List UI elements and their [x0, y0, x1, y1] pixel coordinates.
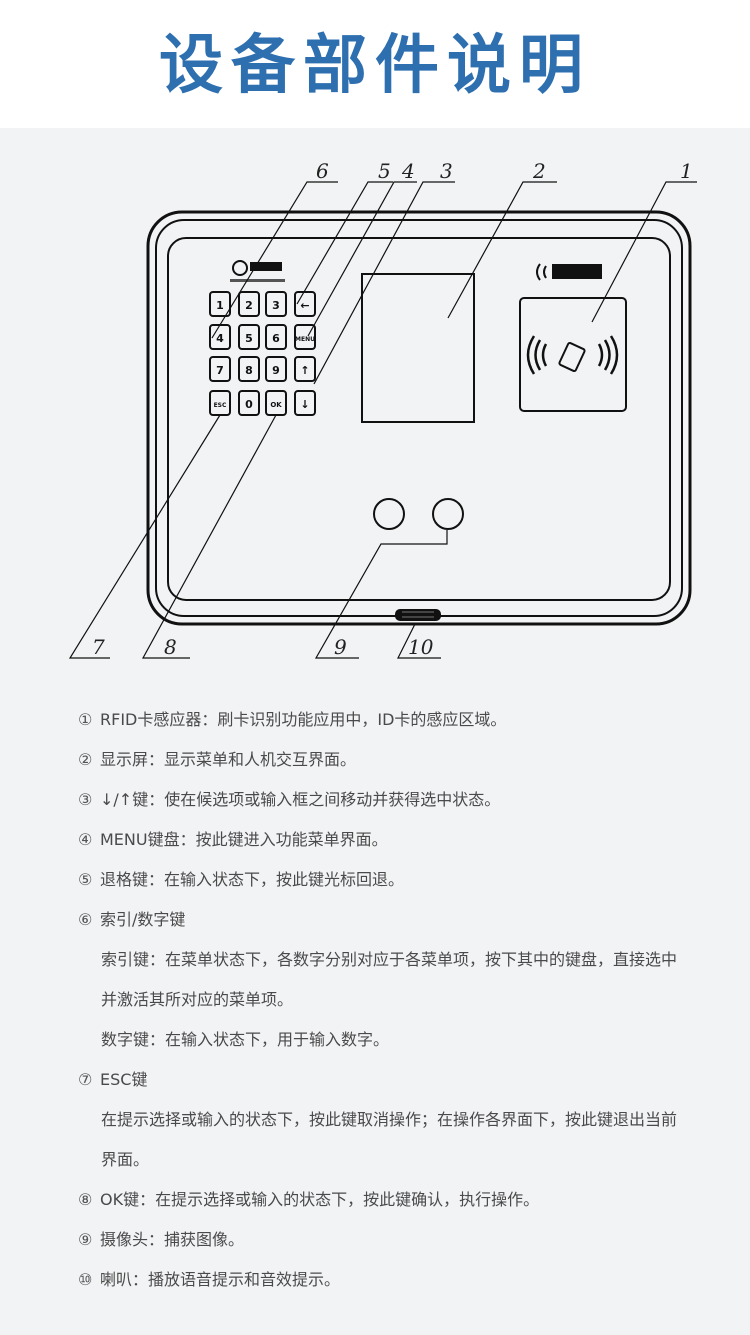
key-9[interactable]: 9 [265, 356, 287, 382]
desc-text: 索引/数字键 [100, 910, 186, 929]
header: 设备部件说明 [0, 0, 750, 128]
leader-lines [68, 181, 697, 659]
page-title: 设备部件说明 [159, 29, 591, 103]
key-3-label: 3 [272, 299, 280, 312]
device-outer-frame [146, 210, 692, 626]
key-7[interactable]: 7 [209, 356, 231, 382]
callout-5: 5 [378, 159, 391, 183]
key-5-label: 5 [245, 332, 253, 345]
desc-index-number-keys: ⑥ 索引/数字键 [78, 900, 743, 940]
key-2[interactable]: 2 [238, 291, 260, 317]
desc-number: ① [78, 710, 93, 729]
desc-display: ② 显示屏：显示菜单和人机交互界面。 [78, 740, 743, 780]
desc-number: ② [78, 750, 93, 769]
menu-key[interactable]: MENU [294, 324, 316, 350]
key-1[interactable]: 1 [209, 291, 231, 317]
keypad: 1 2 3 ← 4 5 6 MENU 7 8 9 ↑ ESC 0 OK ↓ [209, 291, 316, 416]
key-5[interactable]: 5 [238, 324, 260, 350]
esc-key-label: ESC [214, 402, 227, 409]
key-1-label: 1 [216, 299, 224, 312]
desc-text: 并激活其所对应的菜单项。 [101, 990, 294, 1009]
desc-backspace-key: ⑤ 退格键：在输入状态下，按此键光标回退。 [78, 860, 743, 900]
device-diagram: 1 2 3 ← 4 5 6 MENU 7 8 9 ↑ ESC 0 OK ↓ [68, 159, 697, 659]
key-7-label: 7 [216, 364, 224, 377]
brand-logo [230, 260, 285, 282]
desc-text: ESC键 [100, 1070, 148, 1089]
display-screen [361, 273, 475, 423]
desc-ok-key: ⑧ OK键：在提示选择或输入的状态下，按此键确认，执行操作。 [78, 1180, 743, 1220]
device-panel [167, 237, 671, 601]
key-4-label: 4 [216, 332, 224, 345]
desc-rfid-reader: ① RFID卡感应器：刷卡识别功能应用中，ID卡的感应区域。 [78, 700, 743, 740]
desc-text: 在提示选择或输入的状态下，按此键取消操作；在操作各界面下，按此键退出当前 [101, 1110, 678, 1129]
desc-text: 界面。 [101, 1150, 150, 1169]
callout-10: 10 [408, 635, 434, 659]
key-6-label: 6 [272, 332, 280, 345]
key-6[interactable]: 6 [265, 324, 287, 350]
desc-number-key-detail: 数字键：在输入状态下，用于输入数字。 [78, 1020, 743, 1060]
callout-9: 9 [334, 635, 347, 659]
desc-menu-key: ④ MENU键盘：按此键进入功能菜单界面。 [78, 820, 743, 860]
desc-esc-key-detail-cont: 界面。 [78, 1140, 743, 1180]
rfid-reader [519, 297, 627, 412]
desc-text: RFID卡感应器：刷卡识别功能应用中，ID卡的感应区域。 [100, 710, 507, 729]
ok-key[interactable]: OK [265, 390, 287, 416]
ok-key-label: OK [270, 401, 282, 409]
desc-text: MENU键盘：按此键进入功能菜单界面。 [100, 830, 388, 849]
callout-4: 4 [401, 159, 415, 183]
up-key-label: ↑ [300, 364, 309, 377]
rfid-emblem [536, 263, 602, 281]
desc-arrow-keys: ③ ↓/↑键：使在候选项或输入框之间移动并获得选中状态。 [78, 780, 743, 820]
key-0[interactable]: 0 [238, 390, 260, 416]
key-8[interactable]: 8 [238, 356, 260, 382]
desc-text: ↓/↑键：使在候选项或输入框之间移动并获得选中状态。 [100, 790, 501, 809]
backspace-key[interactable]: ← [294, 291, 316, 317]
key-2-label: 2 [245, 299, 253, 312]
key-8-label: 8 [245, 364, 253, 377]
desc-text: 退格键：在输入状态下，按此键光标回退。 [100, 870, 405, 889]
desc-esc-key: ⑦ ESC键 [78, 1060, 743, 1100]
callout-6: 6 [316, 159, 329, 183]
desc-text: 摄像头：捕获图像。 [100, 1230, 245, 1249]
desc-text: 显示屏：显示菜单和人机交互界面。 [100, 750, 357, 769]
desc-number: ⑤ [78, 870, 93, 889]
desc-number: ③ [78, 790, 93, 809]
backspace-key-label: ← [300, 299, 309, 312]
callout-8: 8 [164, 635, 177, 659]
key-0-label: 0 [245, 398, 253, 411]
camera-left [373, 498, 405, 530]
menu-key-label: MENU [295, 336, 315, 343]
desc-text: 喇叭：播放语音提示和音效提示。 [100, 1270, 341, 1289]
desc-number: ⑥ [78, 910, 93, 929]
callout-2: 2 [532, 159, 546, 183]
desc-text: OK键：在提示选择或输入的状态下，按此键确认，执行操作。 [100, 1190, 540, 1209]
desc-esc-key-detail: 在提示选择或输入的状态下，按此键取消操作；在操作各界面下，按此键退出当前 [78, 1100, 743, 1140]
component-descriptions: ① RFID卡感应器：刷卡识别功能应用中，ID卡的感应区域。 ② 显示屏：显示菜单和… [78, 700, 743, 1300]
desc-speaker: ⑩ 喇叭：播放语音提示和音效提示。 [78, 1260, 743, 1300]
callout-1: 1 [680, 159, 693, 183]
desc-number: ⑧ [78, 1190, 93, 1209]
up-key[interactable]: ↑ [294, 356, 316, 382]
desc-number: ⑨ [78, 1230, 93, 1249]
camera-right [432, 498, 464, 530]
desc-number: ⑩ [78, 1270, 93, 1289]
rfid-wave-icon [526, 335, 619, 375]
desc-number: ④ [78, 830, 93, 849]
down-key-label: ↓ [300, 398, 309, 411]
speaker [395, 609, 441, 621]
callout-3: 3 [440, 159, 453, 183]
down-key[interactable]: ↓ [294, 390, 316, 416]
key-9-label: 9 [272, 364, 280, 377]
desc-camera: ⑨ 摄像头：捕获图像。 [78, 1220, 743, 1260]
desc-index-key-detail-cont: 并激活其所对应的菜单项。 [78, 980, 743, 1020]
esc-key[interactable]: ESC [209, 390, 231, 416]
desc-text: 数字键：在输入状态下，用于输入数字。 [101, 1030, 390, 1049]
desc-text: 索引键：在菜单状态下，各数字分别对应于各菜单项，按下其中的键盘，直接选中 [101, 950, 678, 969]
callout-7: 7 [92, 635, 105, 659]
key-3[interactable]: 3 [265, 291, 287, 317]
desc-index-key-detail: 索引键：在菜单状态下，各数字分别对应于各菜单项，按下其中的键盘，直接选中 [78, 940, 743, 980]
desc-number: ⑦ [78, 1070, 93, 1089]
